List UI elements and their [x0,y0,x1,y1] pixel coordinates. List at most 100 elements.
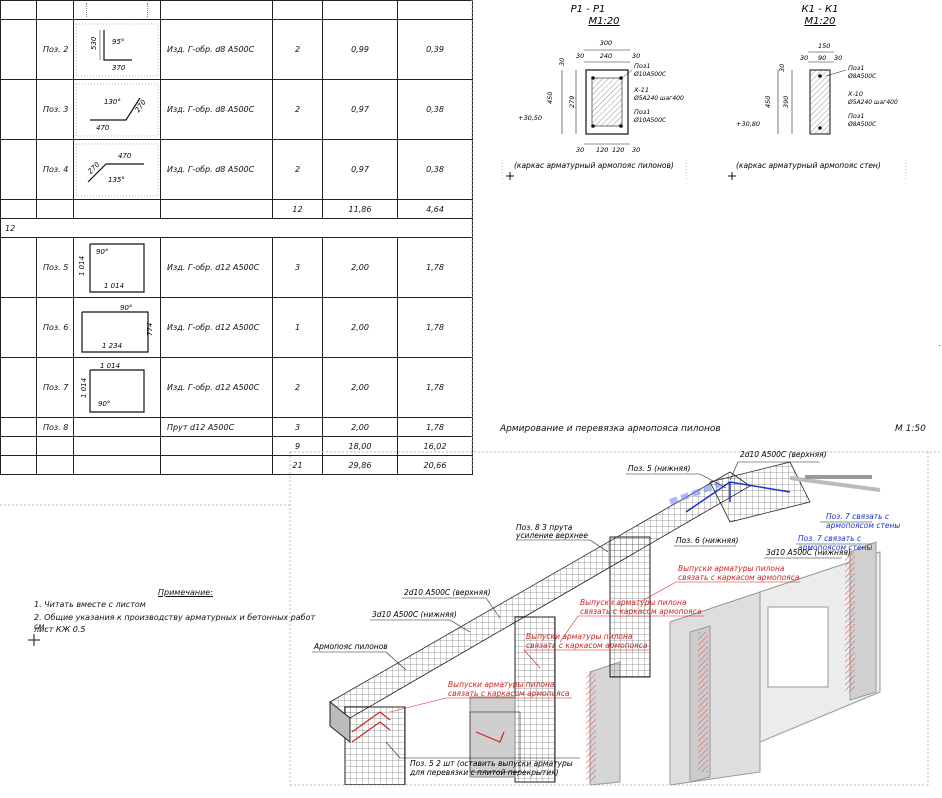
name-cell: Изд. Г-обр. d8 А500С [160,19,273,80]
svg-text:армопоясом стены: армопоясом стены [826,521,900,530]
svg-text:Х-10: Х-10 [847,90,863,98]
svg-text:Выпуски арматуры пилона: Выпуски арматуры пилона [526,632,633,641]
position-cell: Поз. 6 [36,297,74,358]
section-caption: (каркас арматурный армопояс пилонов) [514,161,674,170]
bent-bar-sketch: 470 270 135° [75,143,159,196]
svg-text:1 014: 1 014 [100,362,120,370]
section-k1: К1 - К1 М1:20 150 30 90 30 30 450 390 +3… [717,0,912,189]
svg-text:30: 30 [778,64,786,72]
svg-text:450: 450 [546,92,554,104]
svg-text:1 234: 1 234 [102,342,122,350]
svg-text:1 014: 1 014 [104,282,124,290]
name-cell: Изд. Г-обр. d8 А500С [160,79,273,140]
svg-text:300: 300 [600,39,612,47]
svg-text:135°: 135° [108,176,125,184]
mass-cell: 1,78 [397,297,473,358]
section-title: Р1 - Р1 [571,4,606,15]
svg-text:Выпуски арматуры пилона: Выпуски арматуры пилона [678,564,785,573]
svg-text:30: 30 [800,54,808,62]
position-cell: Поз. 2 [36,19,74,80]
svg-text:30: 30 [632,52,640,60]
table-row: Поз. 7 1 014 1 014 90° Изд. Г-обр. d12 А… [0,357,473,418]
svg-text:2d10 А500С (верхняя): 2d10 А500С (верхняя) [404,588,491,597]
subtotal-row: 9 18,00 16,02 [0,436,473,456]
isometric-rebar-drawing: 2d10 А500С (верхняя) Поз. 5 (нижняя) Поз… [312,450,900,785]
svg-text:Поз1: Поз1 [634,62,650,70]
section-scale: М1:20 [588,16,619,27]
svg-text:279: 279 [568,96,576,108]
svg-text:Ø5А240 шаг400: Ø5А240 шаг400 [633,95,684,102]
svg-text:связать с каркасом армопояса: связать с каркасом армопояса [448,689,570,698]
svg-text:30: 30 [834,54,842,62]
svg-text:95°: 95° [112,38,124,46]
bent-bar-sketch: 90° 1 014 1 014 [78,242,145,293]
svg-text:30: 30 [576,52,584,60]
bent-bar-sketch: 530 95° 370 [75,23,159,76]
sketch-cell: 530 95° 370 [73,19,161,80]
level-mark: +30,80 [736,120,760,128]
svg-text:30: 30 [576,146,584,154]
name-cell: Изд. Г-обр. d12 А500С [160,357,273,418]
svg-text:3d10 А500С (нижняя): 3d10 А500С (нижняя) [372,610,457,619]
svg-text:150: 150 [818,42,830,50]
svg-text:1 014: 1 014 [78,255,86,275]
length-cell: 0,97 [322,139,398,200]
svg-text:Поз1: Поз1 [848,64,864,72]
svg-text:Поз. 7 связать с: Поз. 7 связать с [798,534,862,543]
svg-text:Поз. 8 3 прута: Поз. 8 3 прута [516,523,573,532]
svg-text:2d10 А500С (верхняя): 2d10 А500С (верхняя) [740,450,827,459]
mass-cell: 0,38 [397,79,473,140]
svg-text:Армопояс пилонов: Армопояс пилонов [313,642,388,651]
level-mark: +30,50 [518,114,542,122]
section-p1: Р1 - Р1 М1:20 300 30 240 30 30 450 279 +… [500,0,690,189]
svg-text:Поз. 6 (нижняя): Поз. 6 (нижняя) [676,536,739,545]
section-caption: (каркас арматурный армопояс стен) [736,161,881,170]
rebar-table: Поз. 2 530 95° 370 Изд. Г-обр. d8 А500С … [0,0,473,475]
svg-text:Ø5А240 шаг400: Ø5А240 шаг400 [847,99,898,106]
svg-text:470: 470 [118,152,132,160]
bent-bar-sketch: 1 014 1 014 90° [80,362,145,413]
svg-text:470: 470 [96,124,110,132]
note-line: лист КЖ 0.5 [34,625,86,634]
svg-text:Х-11: Х-11 [633,86,649,94]
svg-text:370: 370 [112,64,126,72]
svg-text:30: 30 [558,58,566,66]
mass-cell: 0,38 [397,139,473,200]
svg-text:90°: 90° [120,304,132,312]
svg-text:774: 774 [146,322,154,335]
svg-text:усиление верхнее: усиление верхнее [515,531,588,540]
position-cell: Поз. 7 [36,357,74,418]
sketch-cell: 90° 774 1 234 [73,297,161,358]
mass-cell: 0,39 [397,19,473,80]
length-cell: 2,00 [322,297,398,358]
svg-text:Ø10А500С: Ø10А500С [633,117,667,124]
svg-text:Ø8А500С: Ø8А500С [847,73,877,80]
note-title: Примечание: [158,588,213,597]
svg-text:Выпуски арматуры пилона: Выпуски арматуры пилона [580,598,687,607]
svg-text:.: . [938,339,941,348]
iso-title: Армирование и перевязка армопояса пилоно… [500,424,721,434]
length-cell: 0,99 [322,19,398,80]
svg-text:130°: 130° [104,98,121,106]
svg-text:90: 90 [818,54,826,62]
svg-text:Ø8А500С: Ø8А500С [847,121,877,128]
qty-cell: 2 [272,79,323,140]
svg-text:120: 120 [612,146,624,154]
svg-text:связать с каркасом армопояса: связать с каркасом армопояса [526,641,648,650]
position-cell: Поз. 3 [36,79,74,140]
section-scale: М1:20 [804,16,835,27]
svg-text:Поз. 5 2 шт (оставить выпуски: Поз. 5 2 шт (оставить выпуски арматуры [410,759,573,768]
total-row: 21 29,86 20,66 [0,455,473,475]
svg-text:для перевязки с плитой перекры: для перевязки с плитой перекрытия) [409,768,559,777]
bent-bar-sketch: 90° 774 1 234 [81,304,154,353]
table-row: Поз. 2 530 95° 370 Изд. Г-обр. d8 А500С … [0,19,473,80]
crosshair-icon [28,634,40,646]
svg-text:3d10 А500С (нижняя): 3d10 А500С (нижняя) [766,548,851,557]
bent-bar-sketch: 130° 470 270 [75,83,159,136]
svg-text:Поз. 7 связать с: Поз. 7 связать с [826,512,890,521]
name-cell: Изд. Г-обр. d8 А500С [160,139,273,200]
svg-text:30: 30 [632,146,640,154]
svg-text:Ø10А500С: Ø10А500С [633,71,667,78]
svg-text:Выпуски арматуры пилона: Выпуски арматуры пилона [448,680,555,689]
svg-text:90°: 90° [96,248,108,256]
